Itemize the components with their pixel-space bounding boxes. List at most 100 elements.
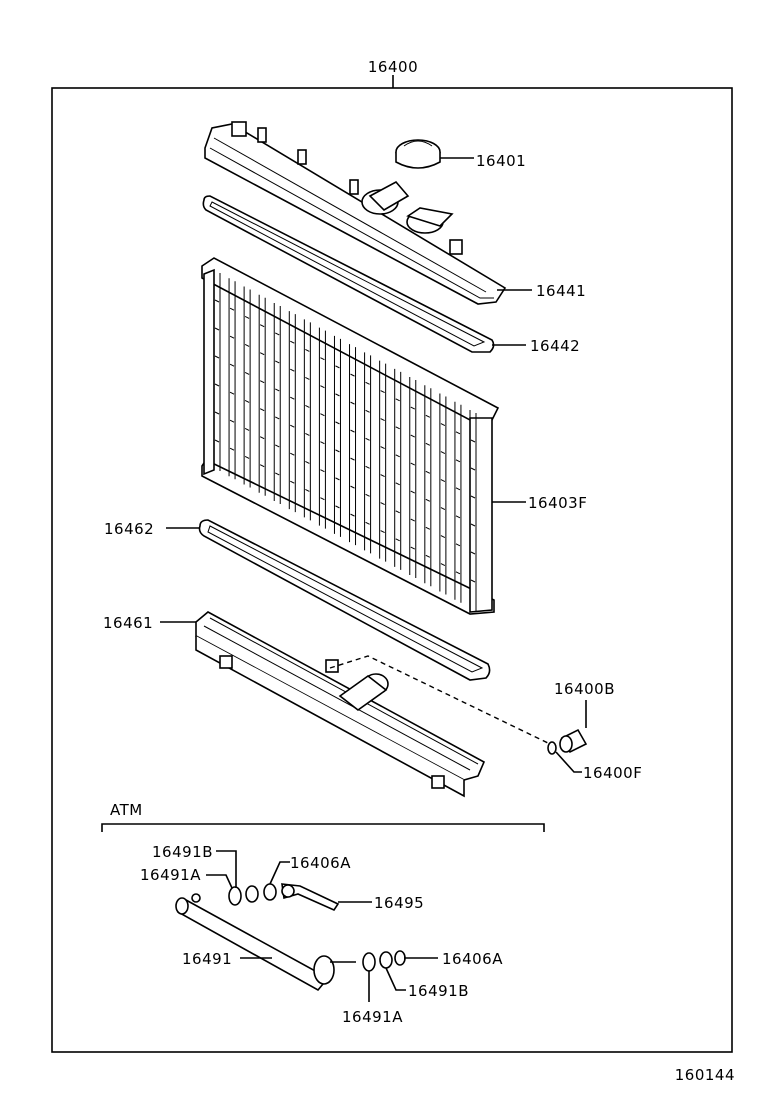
drain-plug — [559, 728, 588, 754]
core-fin — [470, 579, 476, 583]
core-fin — [425, 554, 431, 558]
core-fin — [455, 431, 461, 435]
core-fin — [380, 530, 385, 534]
core-fin — [229, 419, 235, 423]
assembly-number-label: 16400 — [368, 58, 418, 76]
core-fin — [470, 551, 476, 555]
core-fin — [365, 493, 370, 497]
part-label-16495: 16495 — [374, 894, 424, 912]
core-fin — [229, 307, 235, 311]
core-fin — [305, 404, 310, 408]
core-fin — [380, 418, 385, 422]
core-fin — [275, 332, 280, 336]
atm-bracket — [101, 823, 545, 832]
core-fin — [229, 363, 235, 367]
core-fin — [335, 365, 340, 369]
core-fin — [425, 442, 431, 446]
core-fin — [425, 470, 431, 474]
core-fin — [244, 372, 250, 375]
radiator-core — [201, 257, 500, 615]
core-fin — [380, 390, 385, 394]
core-fin — [440, 563, 446, 566]
core-fin — [259, 408, 265, 412]
core-fin — [380, 474, 385, 478]
radiator-cap — [395, 139, 441, 169]
core-fin — [305, 432, 310, 436]
part-label-16406A-top: 16406A — [290, 854, 351, 872]
core-fin — [350, 513, 355, 517]
core-fin — [214, 299, 220, 303]
core-fin — [275, 388, 280, 392]
oil-cooler-oring-top — [228, 886, 242, 906]
core-fin — [395, 426, 400, 430]
core-fin — [470, 467, 476, 471]
core-fin — [335, 505, 340, 509]
core-fin — [470, 495, 476, 499]
core-fin — [410, 462, 415, 466]
core-fin — [440, 507, 446, 510]
core-fin — [410, 518, 415, 522]
atm-section-label: ATM — [110, 801, 143, 819]
core-fin — [380, 446, 385, 450]
core-fin — [455, 515, 461, 519]
core-fin — [244, 344, 250, 347]
core-fin — [365, 465, 370, 469]
core-fin — [470, 523, 476, 527]
core-fin — [410, 434, 415, 438]
core-fin — [320, 497, 325, 501]
core-fin — [350, 485, 355, 489]
upper-gasket — [202, 195, 495, 353]
core-fin — [455, 487, 461, 491]
core-fin — [290, 424, 295, 428]
part-label-16406A-bottom: 16406A — [442, 950, 503, 968]
core-fin — [380, 502, 385, 506]
core-fin — [305, 376, 310, 380]
oil-cooler-washer-bottom — [379, 951, 393, 969]
part-label-16403F: 16403F — [528, 494, 587, 512]
core-fin — [410, 490, 415, 494]
core-fin — [425, 526, 431, 530]
drain-guide-line — [329, 655, 551, 745]
core-fin — [290, 368, 295, 372]
core-fin — [244, 456, 250, 459]
core-fin — [259, 380, 265, 384]
core-fin — [410, 546, 415, 550]
oil-cooler-washer-top — [245, 885, 259, 903]
core-fin — [350, 429, 355, 433]
core-fin — [440, 451, 446, 454]
core-fin — [275, 444, 280, 448]
core-fin — [335, 393, 340, 397]
core-fin — [365, 409, 370, 413]
core-fin — [335, 477, 340, 481]
core-fin — [455, 459, 461, 463]
core-fin — [320, 385, 325, 389]
core-fin — [425, 498, 431, 502]
part-label-16491B-bottom: 16491B — [408, 982, 469, 1000]
part-label-16441: 16441 — [536, 282, 586, 300]
part-label-16401: 16401 — [476, 152, 526, 170]
oil-cooler-hose — [281, 883, 340, 912]
core-fin — [275, 472, 280, 476]
core-fin — [214, 355, 220, 359]
core-fin — [229, 391, 235, 395]
core-fin — [350, 457, 355, 461]
core-fin — [335, 449, 340, 453]
core-fin — [229, 335, 235, 339]
core-fin — [320, 413, 325, 417]
core-fin — [290, 452, 295, 456]
core-fin — [350, 373, 355, 377]
core-fin — [455, 571, 461, 575]
core-fin — [425, 414, 431, 418]
core-fin — [275, 416, 280, 420]
part-label-16462: 16462 — [104, 520, 154, 538]
core-fin — [455, 543, 461, 547]
upper-tank — [204, 121, 507, 305]
core-fin — [440, 535, 446, 538]
core-fin — [440, 423, 446, 426]
core-fin — [395, 538, 400, 542]
oil-cooler-oring-bottom — [362, 952, 376, 972]
lower-gasket — [198, 519, 491, 681]
core-fin — [350, 401, 355, 405]
drain-oring — [547, 741, 557, 755]
